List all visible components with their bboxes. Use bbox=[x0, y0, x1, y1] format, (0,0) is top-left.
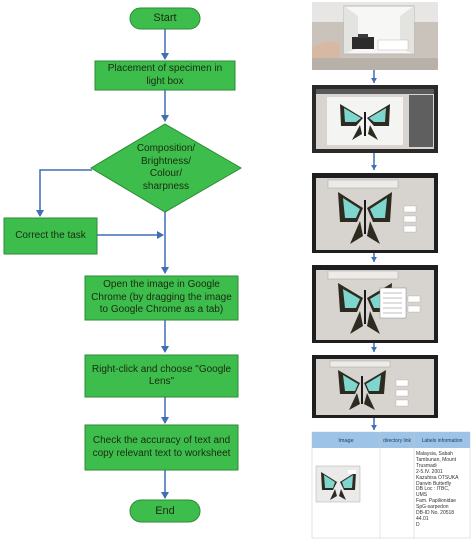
lightbox-photo bbox=[312, 2, 438, 70]
right-click-node bbox=[84, 354, 239, 398]
screen-photo-3 bbox=[312, 265, 438, 343]
ruler-icon bbox=[327, 179, 399, 189]
photo-column: Image directory link Labels information bbox=[311, 2, 471, 539]
start-node bbox=[129, 7, 201, 30]
arrow-decision-to-correct bbox=[36, 169, 92, 217]
worksheet-specimen-thumbnail bbox=[315, 465, 361, 503]
screen-photo-1 bbox=[312, 85, 438, 153]
worksheet-header-link: directory link bbox=[383, 438, 412, 444]
end-node bbox=[129, 499, 201, 523]
worksheet-table: Image directory link Labels information bbox=[311, 431, 471, 539]
worksheet-header-labels: Labels information bbox=[422, 438, 463, 444]
flowchart-connectors bbox=[36, 29, 169, 499]
open-image-node bbox=[84, 275, 239, 321]
screen-photo-4 bbox=[312, 355, 438, 418]
placement-node bbox=[94, 60, 236, 91]
check-accuracy-node bbox=[84, 424, 239, 471]
worksheet-header-image: Image bbox=[338, 438, 353, 444]
flowchart-nodes bbox=[3, 7, 242, 523]
camera-icon bbox=[352, 37, 374, 49]
worksheet-label-info: Malaysia, Sabah Tambunan, Mount Trusmadi… bbox=[416, 451, 459, 528]
correct-node bbox=[3, 217, 98, 255]
screen-photo-2 bbox=[312, 173, 438, 253]
butterfly-icon-4 bbox=[338, 370, 386, 410]
decision-node bbox=[90, 123, 242, 213]
worksheet-header bbox=[312, 432, 470, 448]
butterfly-icon-1 bbox=[340, 104, 390, 140]
butterfly-icon-2 bbox=[338, 192, 392, 244]
